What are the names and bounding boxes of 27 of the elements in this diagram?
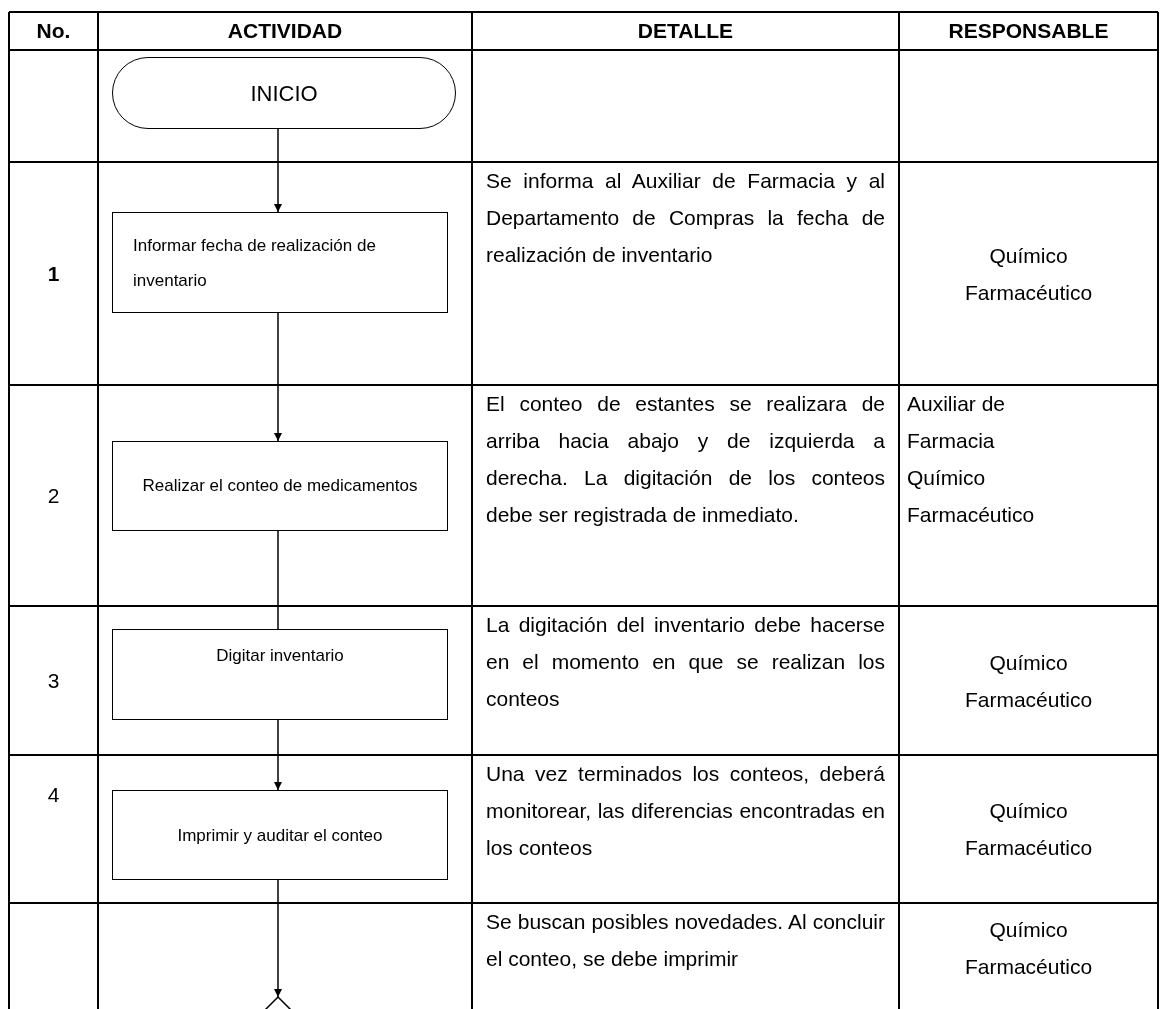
responsible-text: Químico Farmacéutico <box>963 242 1094 306</box>
arrow <box>274 312 282 442</box>
responsible-text: Químico Farmacéutico <box>963 649 1094 713</box>
process-box: Digitar inventario <box>112 629 448 720</box>
step-number: 3 <box>47 667 60 694</box>
process-box: Informar fecha de realización de inventario <box>112 212 448 313</box>
column-header: No. <box>36 18 71 45</box>
detail-text: El conteo de estantes se realizara de arriba hacia abajo y de izquierda a derecha. La digitación de los conteos debe ser registrada de inmediato. <box>486 391 885 528</box>
process-box: Imprimir y auditar el conteo <box>112 790 448 880</box>
step-number: 1 <box>47 260 60 287</box>
column-header: DETALLE <box>637 18 734 45</box>
arrow <box>274 719 282 791</box>
responsible-text: Auxiliar de Farmacia Químico Farmacéutico <box>907 391 1036 528</box>
step-number: 4 <box>47 782 60 808</box>
detail-text: La digitación del inventario debe hacerse en el momento en que se realizan los conteos <box>486 612 885 712</box>
start-terminator: INICIO <box>112 57 456 129</box>
column-header: RESPONSABLE <box>948 18 1109 45</box>
step-number: 2 <box>47 482 60 509</box>
detail-text: Una vez terminados los conteos, deberá monitorear, las diferencias encontradas en los conteos <box>486 761 885 861</box>
arrow <box>274 128 282 213</box>
process-box: Realizar el conteo de medicamentos <box>112 441 448 531</box>
responsible-text: Químico Farmacéutico <box>963 798 1094 861</box>
arrow <box>274 879 282 998</box>
detail-text: Se buscan posibles novedades. Al concluir el conteo, se debe imprimir <box>486 909 885 972</box>
detail-text: Se informa al Auxiliar de Farmacia y al Departamento de Compras la fecha de realización de inventario <box>486 168 885 268</box>
column-header: ACTIVIDAD <box>227 18 343 45</box>
responsible-text: Químico Farmacéutico <box>963 917 1094 980</box>
